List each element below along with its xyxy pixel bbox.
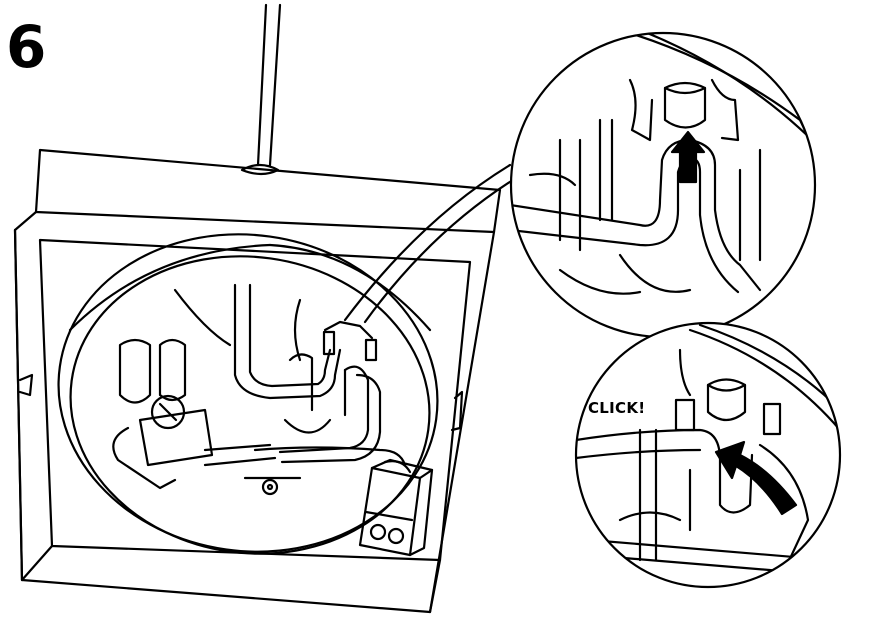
power-cord bbox=[240, 3, 282, 176]
detail-circle-top bbox=[509, 31, 817, 339]
curved-arrow-icon bbox=[714, 440, 798, 516]
terminal-block bbox=[112, 338, 277, 490]
click-label: CLICK! bbox=[588, 399, 646, 417]
ceiling-box bbox=[13, 148, 502, 614]
cable-clip bbox=[283, 320, 378, 434]
terminal-screw bbox=[150, 394, 186, 430]
box-latch-right bbox=[450, 390, 464, 432]
arrow-up-icon bbox=[670, 130, 706, 184]
detail-circle-bottom bbox=[574, 321, 842, 589]
mounting-plate bbox=[57, 233, 439, 555]
mounting-screw bbox=[261, 478, 279, 496]
step-number: 6 bbox=[6, 13, 47, 81]
connector-block bbox=[358, 458, 434, 557]
box-latch-left bbox=[18, 373, 34, 397]
wire bbox=[233, 283, 412, 474]
callout-leader bbox=[343, 163, 518, 324]
